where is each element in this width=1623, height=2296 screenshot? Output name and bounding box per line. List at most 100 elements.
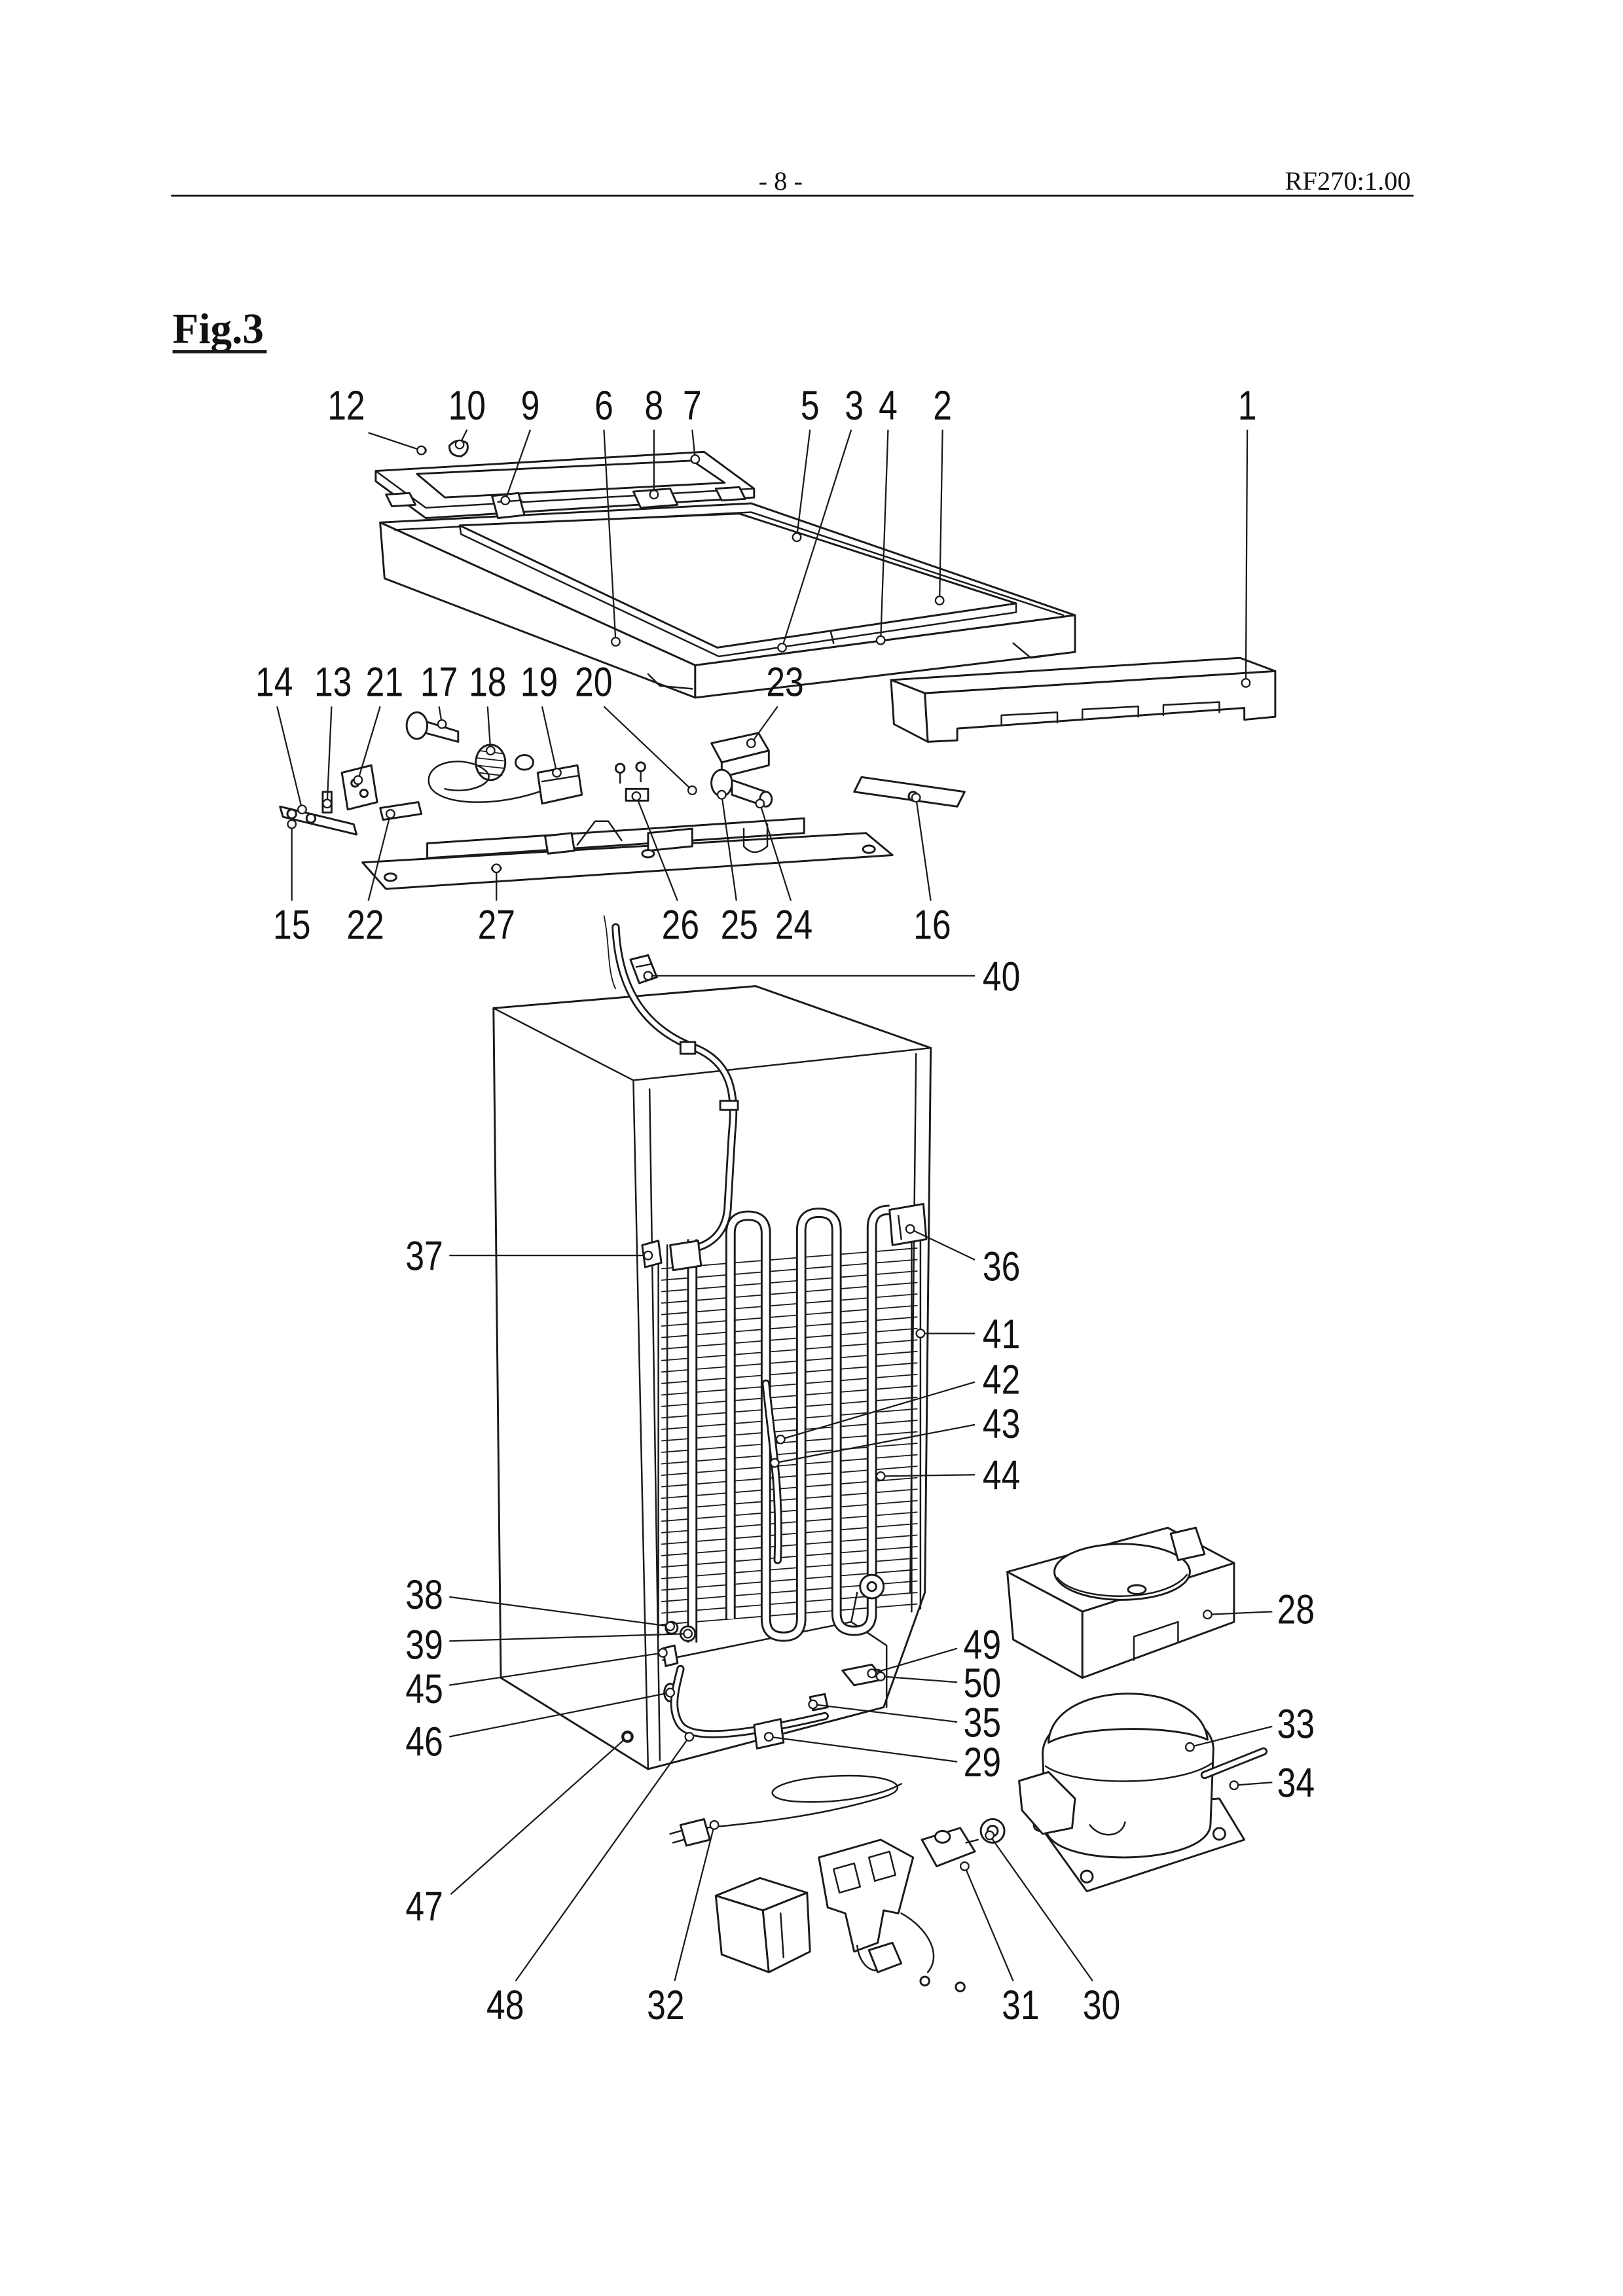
leader-line-2 xyxy=(939,429,943,601)
lamp-socket xyxy=(379,801,423,821)
suction-tube-inner xyxy=(613,925,736,1251)
leader-dot-8 xyxy=(649,490,659,499)
relay-cover-right xyxy=(761,1892,811,1973)
leader-line-47 xyxy=(450,1736,629,1895)
callout-28: 28 xyxy=(1277,1587,1315,1633)
callout-36: 36 xyxy=(983,1244,1020,1290)
leader-line-9 xyxy=(504,429,532,501)
leader-dot-22 xyxy=(385,809,395,819)
leader-line-50 xyxy=(881,1676,958,1683)
leader-dot-45 xyxy=(657,1647,668,1658)
top-cable-clamp-slot xyxy=(635,963,652,968)
callout-15: 15 xyxy=(273,903,310,948)
leader-dot-3 xyxy=(777,643,787,653)
hinge-strip xyxy=(853,776,966,808)
leader-line-35 xyxy=(812,1703,958,1723)
plate-tab xyxy=(544,832,575,855)
trim-slot-2 xyxy=(1082,706,1139,721)
callout-26: 26 xyxy=(662,903,699,948)
leader-line-43 xyxy=(775,1424,976,1464)
callout-23: 23 xyxy=(766,660,803,706)
plug-pin-1 xyxy=(669,1830,682,1835)
relay-terminal-cap xyxy=(867,1941,903,1973)
condenser-coil xyxy=(687,1204,890,1643)
leader-line-32 xyxy=(674,1825,716,1982)
leader-dot-50 xyxy=(875,1671,886,1681)
power-cord xyxy=(669,1774,902,1847)
callout-44: 44 xyxy=(983,1453,1020,1499)
callout-13: 13 xyxy=(314,660,352,706)
leader-dot-31 xyxy=(959,1861,970,1871)
leader-dot-15 xyxy=(287,819,297,829)
callout-22: 22 xyxy=(346,903,384,948)
top-trim-bar xyxy=(890,656,1277,743)
glass-panel-joint xyxy=(830,630,835,644)
callout-46: 46 xyxy=(405,1719,443,1765)
leader-dot-25 xyxy=(716,789,727,800)
filter-dryer-core xyxy=(866,1581,877,1592)
callout-48: 48 xyxy=(486,1982,524,2028)
callout-47: 47 xyxy=(405,1884,443,1930)
frame-tab-left xyxy=(385,492,417,508)
leader-dot-38 xyxy=(665,1621,676,1632)
lid-tray-notch xyxy=(1012,642,1065,659)
callout-29: 29 xyxy=(964,1740,1001,1785)
leader-dot-14 xyxy=(297,804,307,815)
cabinet-corner-edge xyxy=(632,1079,649,1770)
mounting-plate-u-clip xyxy=(742,823,769,853)
compressor-seam xyxy=(1044,1762,1213,1782)
leader-dot-27 xyxy=(491,863,501,874)
leader-line-4 xyxy=(880,429,889,641)
leader-line-45 xyxy=(449,1652,663,1686)
hinge-bracket xyxy=(491,492,526,520)
leader-dot-41 xyxy=(915,1328,926,1338)
callout-20: 20 xyxy=(575,660,612,706)
screw-2 xyxy=(635,761,646,772)
leader-dot-17 xyxy=(437,719,447,729)
leader-dot-34 xyxy=(1229,1780,1239,1791)
relay-bracket-body xyxy=(818,1839,915,1953)
leader-line-26 xyxy=(635,796,678,901)
compressor-discharge-loop xyxy=(1089,1821,1126,1836)
leader-dot-28 xyxy=(1202,1609,1213,1620)
leader-dot-40 xyxy=(643,971,653,981)
bracket-rivet-2 xyxy=(305,813,317,824)
leader-dot-49 xyxy=(867,1668,877,1679)
leader-line-6 xyxy=(603,429,617,642)
leader-dot-10 xyxy=(454,439,465,450)
thermostat-knob xyxy=(405,711,429,740)
plug-pin-2 xyxy=(672,1839,685,1844)
leader-line-18 xyxy=(486,706,492,751)
base-tray-corner-block xyxy=(1169,1526,1206,1562)
leader-dot-39 xyxy=(683,1628,693,1639)
leader-dot-30 xyxy=(985,1830,995,1840)
callout-30: 30 xyxy=(1083,1982,1120,2028)
leader-line-1 xyxy=(1245,429,1249,683)
callout-43: 43 xyxy=(983,1401,1020,1447)
compressor-dome xyxy=(1048,1693,1209,1744)
callout-24: 24 xyxy=(775,903,812,948)
relay-bracket-slots xyxy=(832,1862,861,1894)
leader-dot-48 xyxy=(684,1732,695,1742)
top-cover-frame xyxy=(374,439,756,520)
leader-line-36 xyxy=(909,1228,976,1261)
leader-dot-43 xyxy=(769,1458,780,1468)
leader-dot-37 xyxy=(643,1250,653,1261)
start-relay-boss xyxy=(934,1829,951,1844)
thermostat-body xyxy=(536,764,583,805)
leader-dot-19 xyxy=(552,768,562,778)
plate-hole-4 xyxy=(862,844,876,854)
glass-panel xyxy=(458,512,1017,658)
tube-clip-2 xyxy=(719,1100,739,1111)
document-code: RF270:1.00 xyxy=(1285,166,1410,196)
relay-bracket xyxy=(818,1839,966,1992)
figure-label: Fig.3 xyxy=(173,306,264,353)
callout-18: 18 xyxy=(469,660,506,706)
callout-49: 49 xyxy=(964,1623,1001,1668)
callout-38: 38 xyxy=(405,1572,443,1618)
leader-line-13 xyxy=(326,706,333,804)
callout-33: 33 xyxy=(1277,1702,1315,1748)
leader-line-19 xyxy=(541,706,558,773)
